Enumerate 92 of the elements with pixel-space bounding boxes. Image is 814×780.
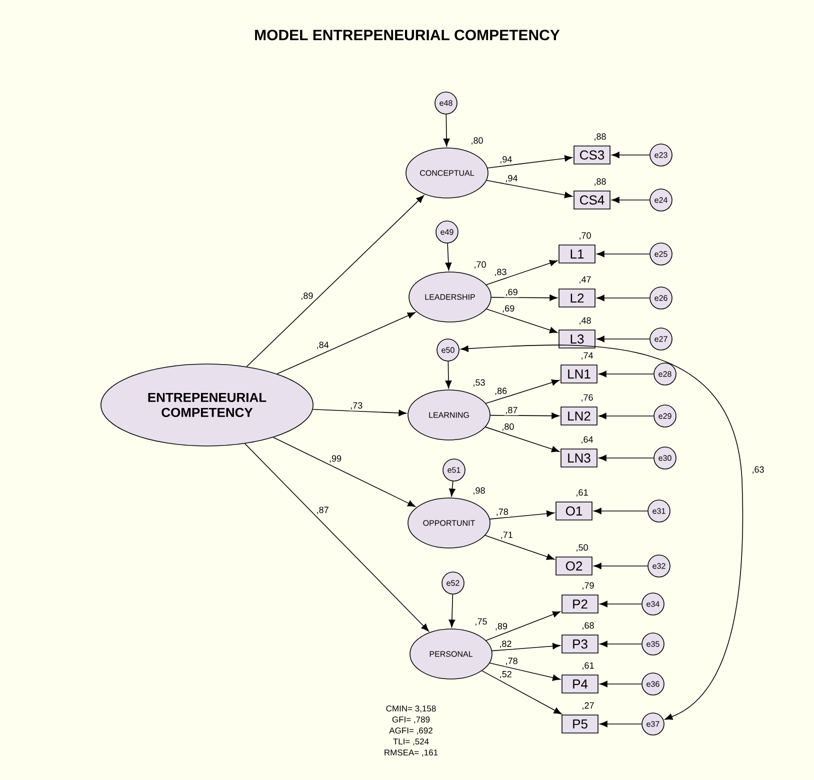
fit-statistic: CMIN= 3,158 (386, 706, 436, 713)
arrow (596, 250, 650, 258)
arrow (443, 114, 450, 146)
squared-correlation: ,75 (476, 618, 487, 626)
arrow (600, 720, 642, 728)
indicator-box: P3 (562, 634, 598, 654)
squared-correlation: ,74 (582, 352, 593, 360)
arrow (594, 508, 648, 514)
arrow (612, 152, 650, 158)
arrow (598, 454, 654, 462)
arrow (486, 260, 558, 286)
arrow (600, 640, 642, 648)
squared-correlation: ,68 (582, 622, 594, 630)
edge-label: ,94 (498, 155, 514, 165)
squared-correlation: ,61 (582, 662, 594, 670)
squared-correlation: ,88 (594, 178, 606, 186)
arrow (484, 535, 554, 560)
edge-label: ,89 (494, 622, 508, 632)
indicator-box: O1 (556, 502, 592, 520)
indicator-box: P4 (562, 674, 598, 694)
edge-label: ,84 (315, 340, 330, 350)
indicator-box: P5 (562, 714, 598, 734)
indicator-box: CS3 (574, 146, 610, 164)
arrow (445, 361, 452, 388)
indicator-box: LN2 (560, 406, 598, 426)
arrow (487, 155, 572, 168)
arrow (598, 412, 654, 420)
arrow (485, 379, 560, 404)
edge-label: ,89 (300, 292, 314, 301)
arrow (244, 443, 429, 632)
arrow (600, 680, 642, 688)
indicator-box: L1 (558, 244, 596, 264)
arrow (485, 426, 560, 452)
arrow (492, 642, 560, 652)
squared-correlation: ,48 (580, 317, 591, 325)
arrow (246, 195, 424, 367)
indicator-box: LN3 (560, 448, 598, 468)
edge-label: ,73 (349, 401, 364, 411)
arrow (449, 480, 456, 496)
arrow (490, 412, 560, 419)
edge-label: ,82 (498, 640, 513, 649)
edge-label: ,63 (752, 466, 764, 474)
squared-correlation: ,88 (594, 133, 606, 141)
squared-correlation: ,27 (582, 702, 594, 710)
arrow (594, 562, 648, 570)
arrow (596, 294, 650, 302)
indicator-box: L2 (558, 288, 596, 308)
arrow (490, 510, 554, 520)
fit-statistic: RMSEA= ,161 (384, 750, 438, 757)
arrow (486, 611, 561, 641)
arrow (598, 370, 654, 378)
indicator-box: P2 (562, 594, 598, 614)
indicator-box: O2 (556, 556, 592, 576)
arrow (596, 336, 650, 342)
edge-label: ,71 (499, 530, 514, 540)
edge-label: ,78 (494, 508, 510, 517)
arrow (445, 242, 452, 270)
indicator-box: L3 (558, 330, 596, 348)
edge-label: ,78 (504, 656, 519, 666)
squared-correlation: ,61 (576, 489, 588, 497)
squared-correlation: ,80 (472, 137, 483, 145)
arrow (448, 594, 456, 628)
indicator-box: LN1 (560, 364, 598, 384)
edge-label: ,87 (315, 506, 330, 516)
arrow (612, 196, 650, 204)
squared-correlation: ,70 (580, 232, 591, 240)
arrow (272, 436, 416, 507)
fit-statistic: AGFI= ,692 (389, 728, 432, 735)
arrow (482, 670, 562, 714)
edge-label: ,86 (494, 386, 508, 396)
squared-correlation: ,53 (474, 379, 485, 387)
squared-correlation: ,76 (582, 394, 593, 402)
squared-correlation: ,50 (576, 544, 588, 552)
arrow (460, 344, 744, 720)
arrow (600, 600, 642, 608)
fit-statistic: GFI= ,789 (392, 716, 430, 724)
squared-correlation: ,47 (580, 276, 591, 284)
fit-statistic: TLI= ,524 (393, 738, 429, 746)
edge-label: ,69 (501, 304, 516, 314)
squared-correlation: ,70 (474, 261, 486, 269)
arrow (312, 408, 406, 416)
arrow (276, 312, 416, 374)
arrow (486, 308, 558, 334)
squared-correlation: ,64 (582, 436, 593, 444)
arrow (489, 662, 560, 681)
indicator-box: CS4 (574, 190, 610, 210)
edge-label: ,83 (493, 268, 508, 278)
arrow (486, 180, 572, 198)
squared-correlation: ,79 (582, 582, 594, 590)
arrow (491, 294, 558, 301)
title: MODEL ENTREPENEURIAL COMPETENCY (255, 30, 560, 40)
squared-correlation: ,98 (474, 487, 485, 495)
